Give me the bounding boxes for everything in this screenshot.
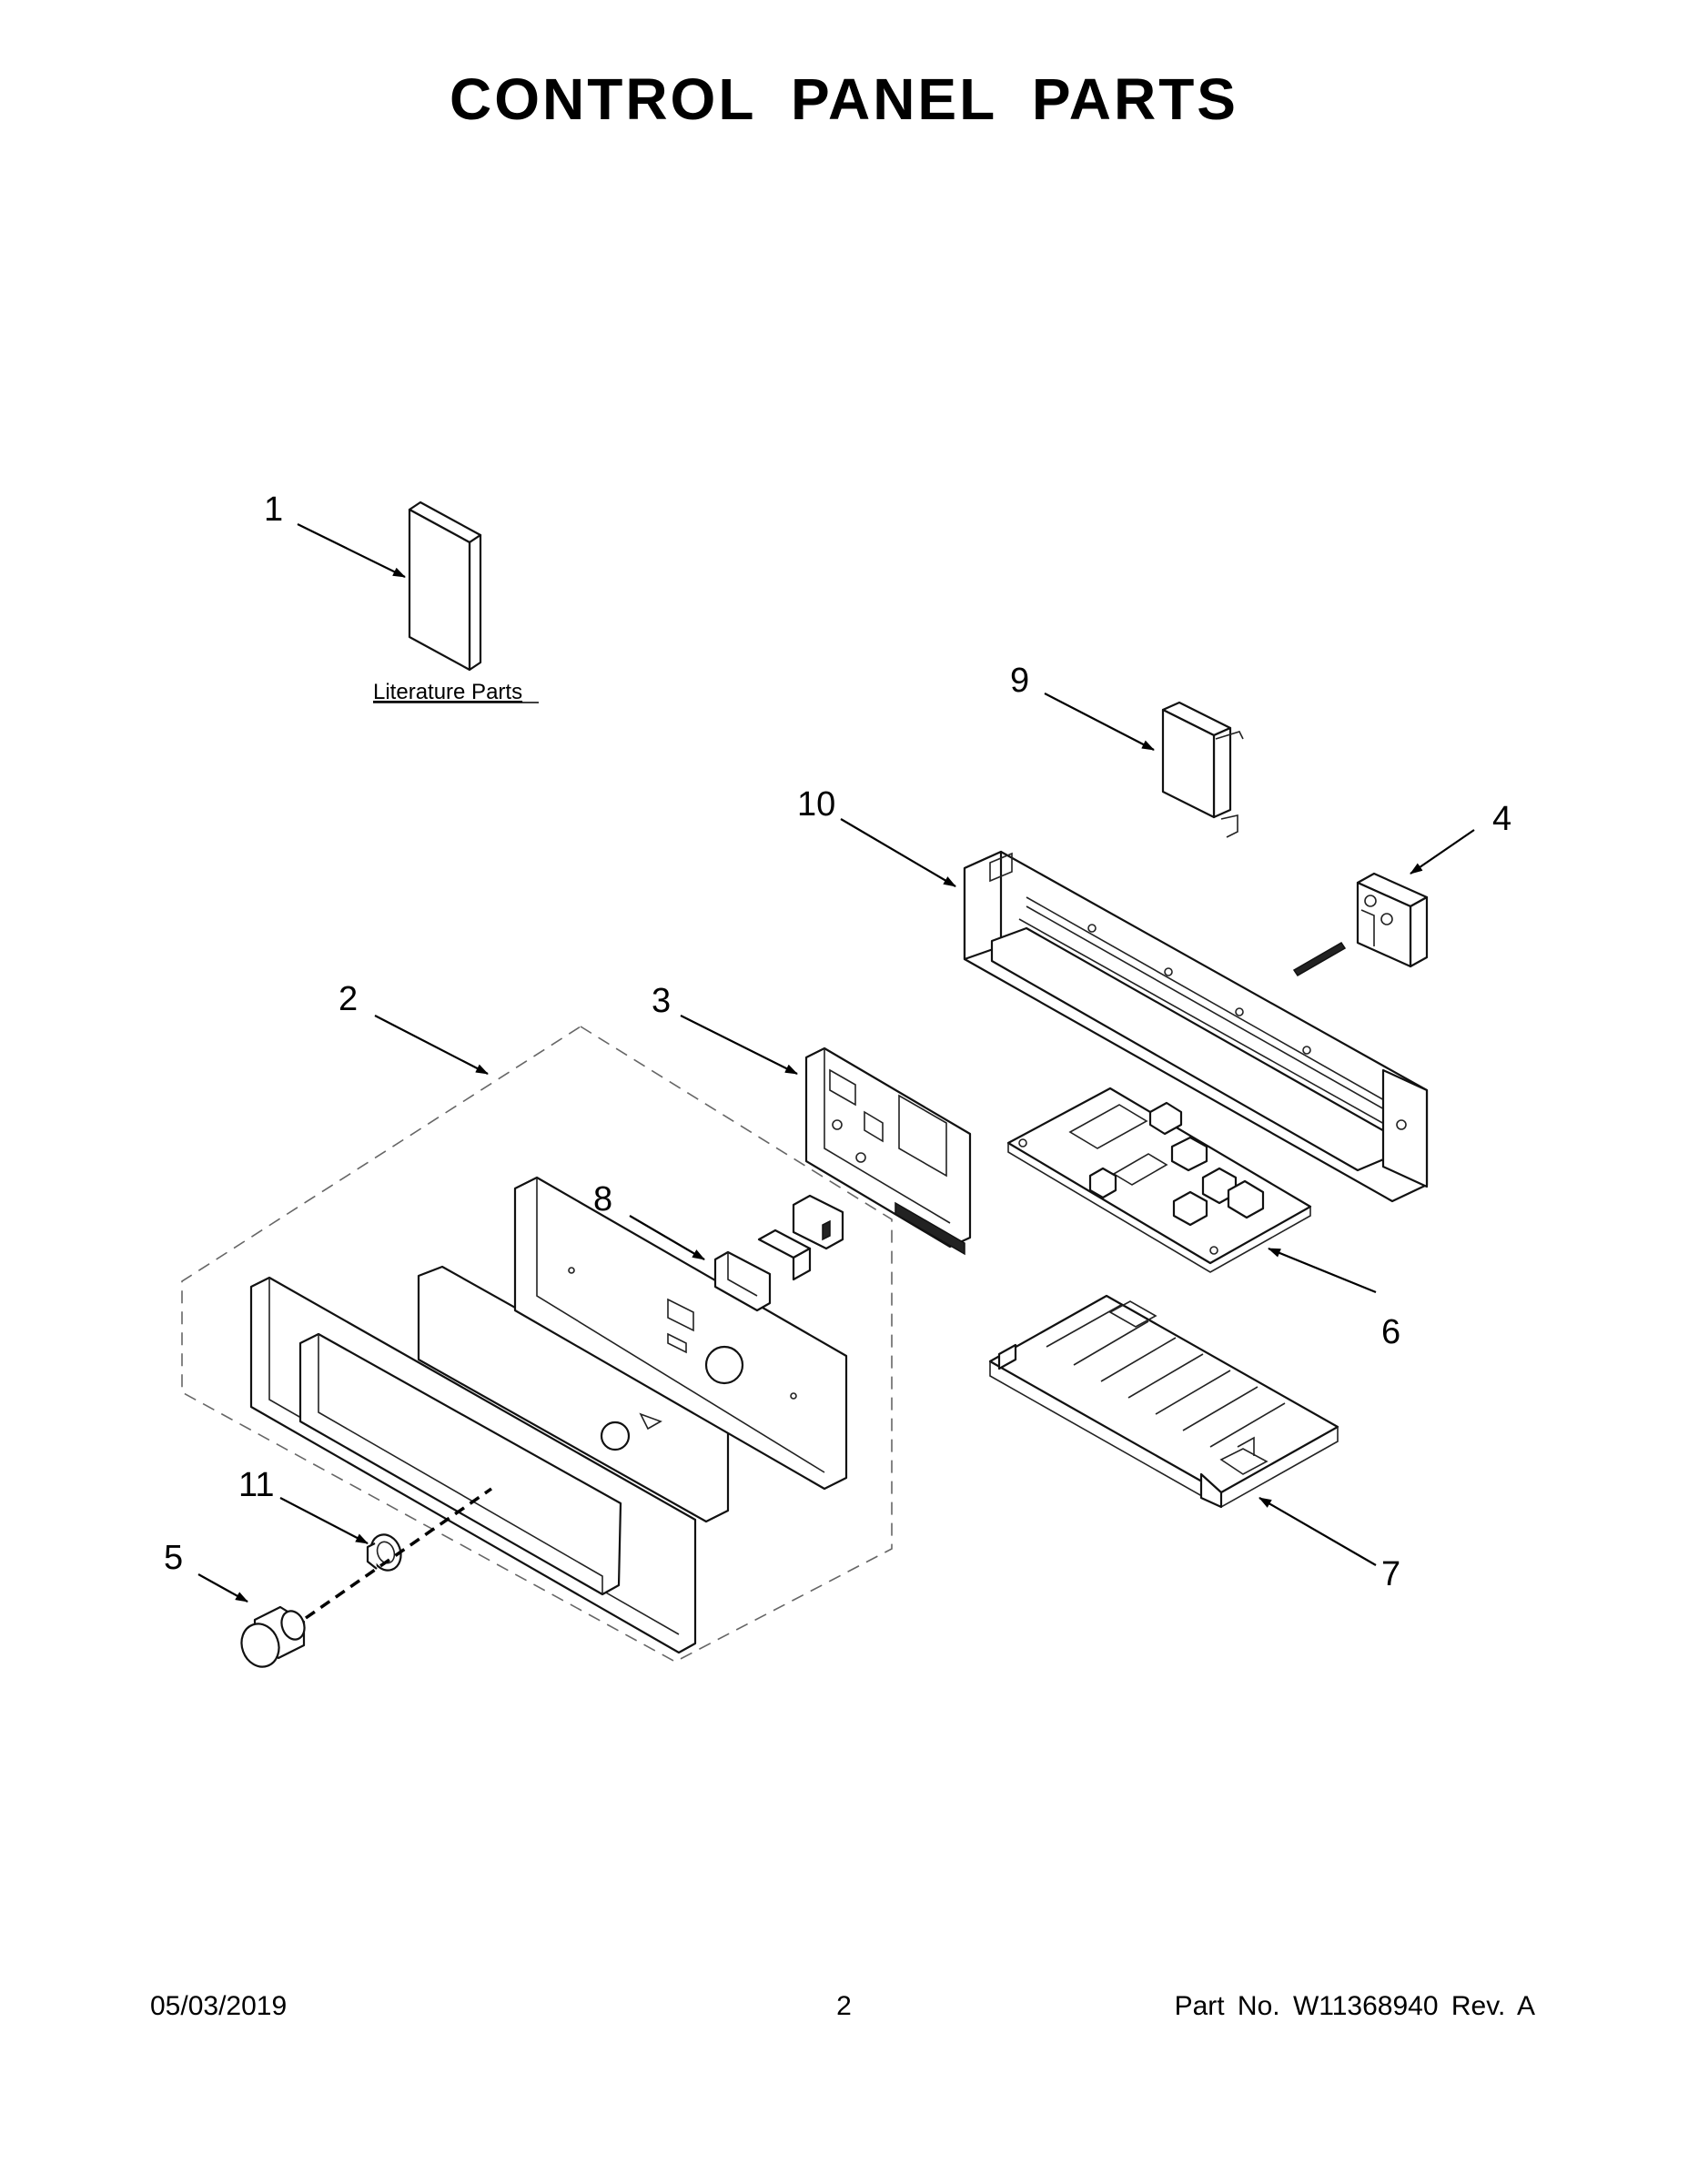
inner-console-frame (513, 1176, 848, 1491)
callout-10: 10 (797, 785, 835, 824)
literature-parts-label: Literature Parts (373, 680, 522, 704)
callout-11: 11 (238, 1466, 274, 1504)
part-7-board-tray: 7 (988, 1294, 1400, 1593)
part-4-relay: 4 (1292, 800, 1511, 977)
part-6-control-board: 6 (1006, 1087, 1400, 1351)
callout-8: 8 (593, 1180, 612, 1218)
callout-9: 9 (1010, 662, 1029, 700)
part-3-ui-board: 3 (652, 982, 972, 1256)
small-connector (792, 1194, 844, 1250)
part-11-knob-ring: 11 (238, 1466, 402, 1572)
footer-page-number: 2 (836, 1991, 852, 2021)
part-9-cover: 9 (1010, 662, 1244, 838)
part-10-control-housing: 10 (797, 785, 1429, 1203)
callout-4: 4 (1492, 800, 1511, 838)
part-2-console-group: 2 (181, 980, 893, 1663)
footer-part-number: Part No. W11368940 Rev. A (1174, 1991, 1535, 2021)
callout-3: 3 (652, 982, 671, 1020)
part-5-knob: 5 (164, 1487, 492, 1668)
callout-2: 2 (339, 980, 358, 1018)
footer-date: 05/03/2019 (150, 1991, 288, 2021)
callout-7: 7 (1381, 1555, 1400, 1593)
page-title: CONTROL PANEL PARTS (450, 66, 1238, 132)
callout-1: 1 (264, 490, 283, 529)
part-8-bracket: 8 (593, 1180, 812, 1312)
console-trim-frame (249, 1276, 697, 1654)
overlay-panel (417, 1265, 730, 1523)
part-1-literature-booklet: 1 Literature Parts (264, 490, 539, 704)
callout-5: 5 (164, 1539, 183, 1577)
callout-6: 6 (1381, 1313, 1400, 1351)
